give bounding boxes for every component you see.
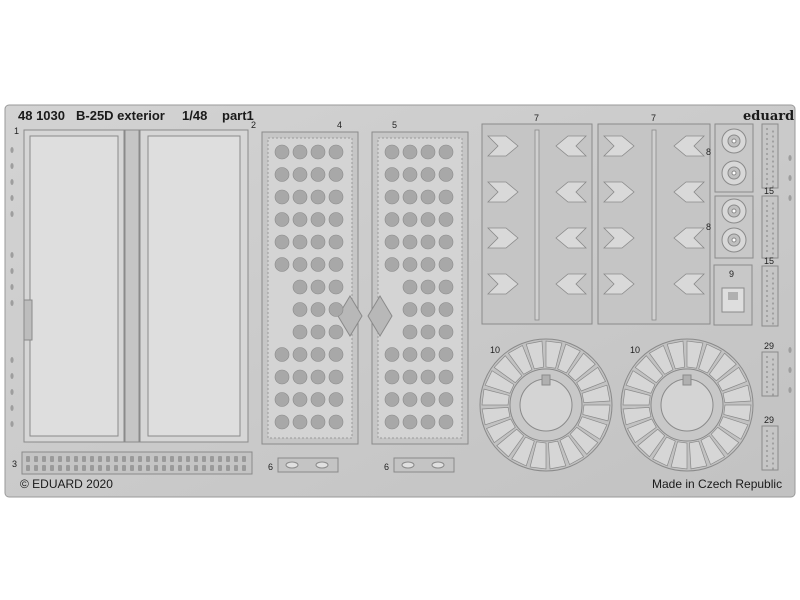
part-6-pieces (277, 457, 455, 473)
copyright-text: © EDUARD 2020 (20, 477, 113, 491)
part-9-bracket (713, 264, 753, 326)
part-4-panel (261, 131, 363, 445)
part-number-10b: 10 (630, 345, 640, 355)
part-10-vents (479, 338, 754, 472)
part-number-2: 2 (251, 120, 256, 130)
part-number-6a: 6 (268, 462, 273, 472)
part-number-10a: 10 (490, 345, 500, 355)
part-number-7b: 7 (651, 113, 656, 123)
part-number-1: 1 (14, 126, 19, 136)
product-scale: 1/48 (182, 108, 207, 123)
part-number-3: 3 (12, 459, 17, 469)
part-number-29a: 29 (764, 341, 774, 351)
part-number-8a: 8 (706, 147, 711, 157)
part-1-side-holes (10, 147, 14, 427)
part-number-6b: 6 (384, 462, 389, 472)
product-name: B-25D exterior (76, 108, 165, 123)
part-number-5: 5 (392, 120, 397, 130)
part-number-7a: 7 (534, 113, 539, 123)
part-number-8b: 8 (706, 222, 711, 232)
part-5-panel (367, 131, 469, 445)
right-strips (761, 123, 779, 471)
brand-logo: eduard (743, 109, 794, 124)
product-code: 48 1030 (18, 108, 65, 123)
part-3-strip (21, 451, 253, 475)
product-part: part1 (222, 108, 254, 123)
part-number-15b: 15 (764, 256, 774, 266)
part-number-9: 9 (729, 269, 734, 279)
part-number-4: 4 (337, 120, 342, 130)
part-8-discs (714, 123, 754, 259)
origin-text: Made in Czech Republic (652, 477, 782, 491)
part-number-15a: 15 (764, 186, 774, 196)
part-number-29b: 29 (764, 415, 774, 425)
right-edge-holes (788, 155, 792, 393)
part-7-frames (481, 123, 711, 325)
part-1-panels (23, 129, 249, 443)
